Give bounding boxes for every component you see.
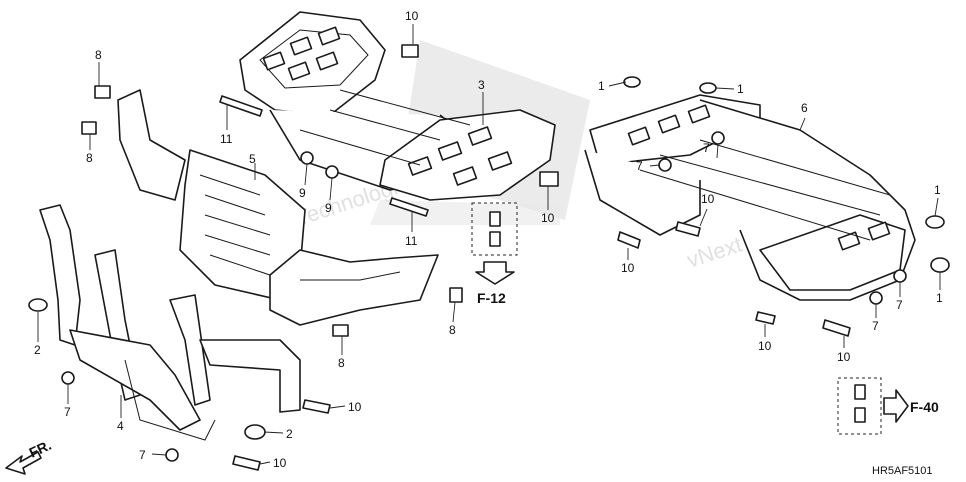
ref-label-f12: F-12 — [477, 290, 506, 306]
ref-box-f12 — [471, 202, 518, 256]
callout-7: 7 — [636, 159, 643, 173]
callout-10: 10 — [541, 211, 555, 225]
callout-1: 1 — [934, 183, 941, 197]
callout-2: 2 — [286, 427, 293, 441]
callouts: 10 8 8 11 3 5 9 9 11 10 8 8 2 7 4 10 2 7… — [34, 9, 943, 470]
callout-10: 10 — [621, 261, 635, 275]
front-bumper — [28, 204, 301, 441]
ref-label-f40: F-40 — [910, 399, 939, 415]
callout-11: 11 — [405, 234, 418, 248]
callout-7: 7 — [64, 405, 71, 419]
callout-7: 7 — [896, 298, 903, 312]
callout-3: 3 — [478, 78, 485, 92]
callout-2: 2 — [34, 343, 41, 357]
callout-1: 1 — [936, 291, 943, 305]
callout-8: 8 — [95, 48, 102, 62]
callout-8: 8 — [449, 323, 456, 337]
callout-10: 10 — [273, 456, 287, 470]
ref-arrow-f12 — [475, 261, 515, 285]
front-direction-arrow — [5, 451, 42, 475]
fasteners — [61, 44, 907, 471]
callout-7: 7 — [703, 141, 710, 155]
callout-10: 10 — [348, 400, 362, 414]
callout-4: 4 — [117, 419, 124, 433]
callout-8: 8 — [86, 151, 93, 165]
callout-7: 7 — [139, 448, 146, 462]
callout-1: 1 — [598, 79, 605, 93]
callout-7: 7 — [872, 319, 879, 333]
callout-10: 10 — [758, 339, 772, 353]
front-direction-label: FR. — [27, 437, 54, 461]
callout-6: 6 — [801, 101, 808, 115]
leader-lines — [37, 24, 941, 465]
callout-9: 9 — [325, 201, 332, 215]
callout-8: 8 — [338, 356, 345, 370]
ref-box-f40 — [837, 377, 882, 435]
callout-9: 9 — [299, 186, 306, 200]
ref-arrow-f40 — [883, 389, 909, 423]
callout-10: 10 — [837, 350, 851, 364]
diagram-code: HR5AF5101 — [872, 465, 933, 477]
front-panel — [117, 89, 439, 326]
callout-11: 11 — [220, 132, 233, 146]
callout-5: 5 — [249, 152, 256, 166]
callout-1: 1 — [737, 82, 744, 96]
front-carrier — [239, 11, 556, 201]
callout-10: 10 — [701, 192, 715, 206]
callout-10: 10 — [405, 9, 419, 23]
rear-carrier — [584, 76, 950, 301]
